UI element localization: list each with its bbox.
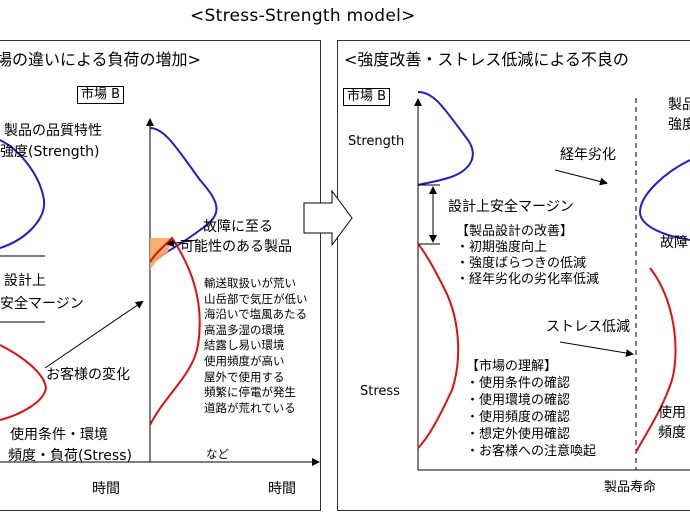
edge-product-2: 強度 [668, 117, 690, 133]
quality-line1: 製品の品質特性 [4, 123, 102, 139]
marketb-stress-curve [149, 236, 201, 426]
transition-arrow [303, 189, 353, 247]
market-item: ・使用条件の確認 [466, 376, 571, 391]
factor-item: 屋外で使用する [204, 369, 285, 384]
time-label-a: 時間 [92, 481, 120, 497]
aging-label: 経年劣化 [560, 147, 616, 163]
right-strength-curve [417, 91, 474, 186]
stress-reduce-arrow [559, 341, 634, 357]
edge-product-1: 製品 [668, 97, 690, 113]
edge-use-1: 使用 [658, 405, 686, 421]
stress-reduce-label: ストレス低減 [546, 319, 630, 335]
usage-line2: 頻度・負荷(Stress) [8, 448, 132, 464]
market-understanding-block: 【市場の理解】 ・使用条件の確認 ・使用環境の確認 ・使用頻度の確認 ・想定外使… [466, 358, 596, 460]
factor-item: 海沿いで塩風あたる [204, 307, 308, 322]
failure-line1: 故障に至る [203, 219, 273, 235]
customer-change-arrow [44, 300, 144, 369]
factor-item: 高温多湿の環境 [204, 322, 285, 337]
market-item: ・想定外使用確認 [466, 427, 571, 442]
factor-item: 山岳部で気圧が低い [204, 291, 308, 306]
market-item: ・お客様への注意喚起 [466, 444, 597, 459]
design-line1: 設計上 [4, 273, 46, 289]
factor-item: 道路が荒れている [204, 400, 296, 415]
left-market-label: 市場 B [77, 86, 125, 104]
edge-use-2: 頻度 [658, 425, 686, 441]
stress-label: Stress [360, 384, 400, 399]
edge-strength-curve [638, 159, 690, 241]
strength-label: Strength [348, 134, 405, 149]
factor-item: 輸送取扱いが荒い [204, 276, 296, 290]
aging-arrow [554, 169, 608, 186]
market-title: 【市場の理解】 [466, 359, 558, 374]
design-improve-block: 【製品設計の改善】 ・初期強度向上 ・強度ばらつきの低減 ・経年劣化の劣化率低減 [456, 224, 599, 288]
left-strength-curve [0, 139, 46, 249]
right-panel [337, 40, 690, 511]
failure-line2: 可能性のある製品 [180, 239, 292, 255]
left-heading: 場の違いによる負荷の増加> [0, 50, 201, 69]
design-improve-item: ・初期強度向上 [456, 240, 548, 255]
edge-stress-curve [635, 267, 677, 453]
factor-list: 輸送取扱いが荒い 山岳部で気圧が低い 海沿いで塩風あたる 高温多湿の環境 結露し… [204, 276, 308, 416]
usage-line1: 使用条件・環境 [10, 427, 108, 443]
design-improve-title: 【製品設計の改善】 [456, 224, 574, 239]
marketb-strength-curve [149, 127, 218, 263]
diagram-title: <Stress-Strength model> [190, 6, 416, 26]
factor-item: 結露し易い環境 [204, 338, 285, 353]
customer-change-label: お客様の変化 [46, 367, 130, 383]
factor-item: 使用頻度が高い [204, 353, 285, 368]
right-stress-curve [417, 243, 460, 449]
factor-item: 頻繁に停電が発生 [204, 385, 296, 400]
market-item: ・使用頻度の確認 [466, 410, 571, 425]
lifetime-label: 製品寿命 [604, 480, 657, 495]
design-line2: 安全マージン [0, 296, 84, 312]
left-stress-curve [0, 344, 48, 421]
design-improve-item: ・強度ばらつきの低減 [456, 256, 587, 271]
right-market-label: 市場 B [343, 88, 391, 106]
design-margin-label: 設計上安全マージン [448, 199, 574, 215]
right-heading: <強度改善・ストレス低減による不良の [344, 50, 629, 69]
market-item: ・使用環境の確認 [466, 393, 571, 408]
time-label-b: 時間 [268, 481, 296, 497]
left-panel [0, 40, 321, 511]
edge-failure: 故障 [660, 235, 688, 251]
design-improve-item: ・経年劣化の劣化率低減 [456, 272, 600, 287]
failure-pointer [166, 239, 199, 248]
etc-label: など [206, 447, 229, 461]
quality-line2: 強度(Strength) [0, 144, 100, 160]
